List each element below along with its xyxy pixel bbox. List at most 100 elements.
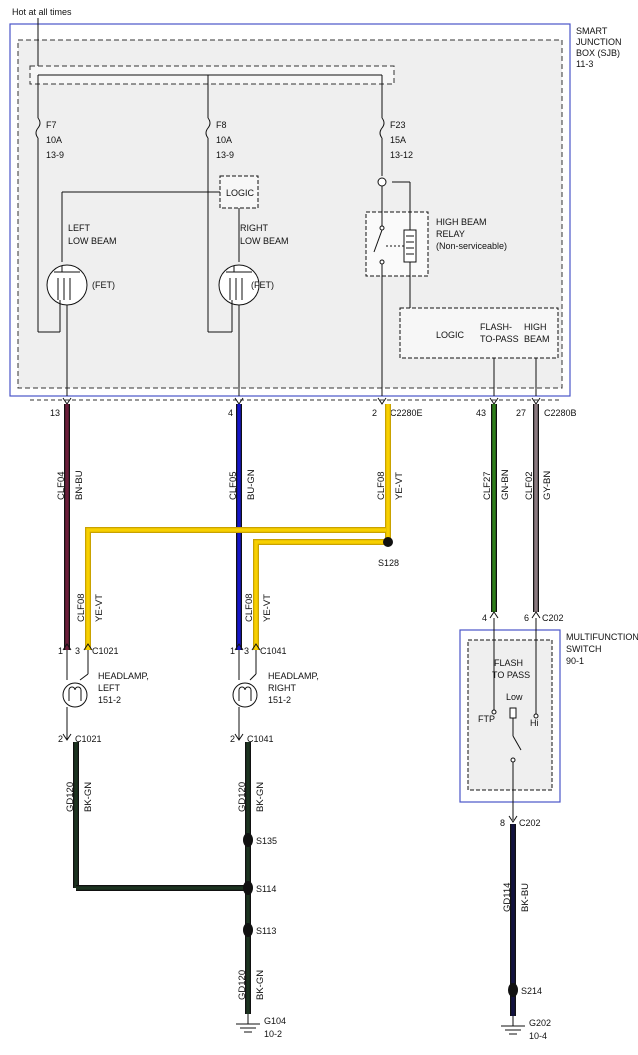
- pin-13: 13: [50, 408, 60, 418]
- relay-line2: RELAY: [436, 229, 465, 239]
- headlamp-left-bulb-icon: [62, 682, 88, 708]
- splice-s128: S128: [378, 558, 399, 568]
- clf08-color-left: YE-VT: [94, 594, 105, 622]
- wire-gd120: [73, 742, 251, 1014]
- mfs-pin4: 4: [482, 613, 487, 623]
- hl-right-pin2: 2: [230, 734, 235, 744]
- mfs-line2: SWITCH: [566, 644, 602, 654]
- ftp-logic-ftp2: TO-PASS: [480, 334, 519, 344]
- g104-ref: 10-2: [264, 1029, 282, 1039]
- clf27-circuit: CLF27: [482, 471, 493, 500]
- right-low-beam-line1: RIGHT: [240, 223, 269, 233]
- g104-name: G104: [264, 1016, 286, 1026]
- hl-left-pin1: 1: [58, 646, 63, 656]
- hl-right-conn-bottom: C1041: [247, 734, 274, 744]
- high-beam-relay-box: [365, 211, 429, 277]
- conn-c2280e: C2280E: [390, 408, 423, 418]
- splice-s113-dot: [243, 923, 253, 937]
- mfs-line1: MULTIFUNCTION: [566, 632, 638, 642]
- sjb-line4: 11-3: [576, 59, 593, 69]
- pin-43: 43: [476, 408, 486, 418]
- sjb-line3: BOX (SJB): [576, 48, 620, 58]
- splice-s214: S214: [521, 986, 542, 996]
- gd120-color-right: BK-GN: [255, 782, 266, 812]
- gd120-circuit-right: GD120: [237, 782, 248, 812]
- splice-s113: S113: [256, 926, 276, 936]
- splice-s128-dot: [383, 537, 393, 547]
- ftp-logic-box: [399, 307, 559, 359]
- ground-g202-icon: [501, 1016, 525, 1035]
- hl-left-pin2: 2: [58, 734, 63, 744]
- ftp-logic-hb2: BEAM: [524, 334, 550, 344]
- headlamp-right-connector-arrows: [234, 643, 261, 651]
- headlamp-right-bulb-icon: [232, 682, 258, 708]
- gd120-circuit-left: GD120: [65, 782, 76, 812]
- fuse-f23-amps: 15A: [390, 135, 406, 145]
- clf27-color: GN-BN: [500, 469, 511, 500]
- sjb-line2: JUNCTION: [576, 37, 622, 47]
- clf08-circuit-top: CLF08: [376, 471, 387, 500]
- fuse-f7-name: F7: [46, 120, 57, 130]
- pin-4: 4: [228, 408, 233, 418]
- clf04-color: BN-BU: [74, 470, 85, 500]
- mfs-conn-bottom: C202: [519, 818, 541, 828]
- fuse-f23-name: F23: [390, 120, 406, 130]
- clf02-circuit: CLF02: [524, 471, 535, 500]
- mfs-pin6: 6: [524, 613, 529, 623]
- fuse-f8-amps: 10A: [216, 135, 232, 145]
- hl-left-conn-top: C1021: [92, 646, 119, 656]
- mfs-ftp2: TO PASS: [492, 670, 530, 680]
- hl-left-conn-bottom: C1021: [75, 734, 102, 744]
- gd114-circuit: GD114: [502, 883, 513, 912]
- fuse-f23-ref: 13-12: [390, 150, 413, 160]
- g202-ref: 10-4: [529, 1031, 547, 1041]
- mfs-ftp: FTP: [478, 714, 495, 724]
- fuse-f7-icon: [35, 117, 41, 139]
- left-fet-icon: [46, 264, 88, 306]
- clf08-circuit-left: CLF08: [76, 593, 87, 622]
- low-beam-logic-box: [219, 175, 259, 209]
- hl-right-line1: HEADLAMP,: [268, 671, 319, 681]
- mfs-ref: 90-1: [566, 656, 584, 666]
- hl-right-line2: RIGHT: [268, 683, 297, 693]
- sjb-line1: SMART: [576, 26, 608, 36]
- relay-line3: (Non-serviceable): [436, 241, 507, 251]
- relay-line1: HIGH BEAM: [436, 217, 487, 227]
- top-connector-arrows: [62, 397, 541, 405]
- hl-right-ref: 151-2: [268, 695, 291, 705]
- switch-contact-icon: [491, 618, 539, 820]
- clf08-color-right: YE-VT: [262, 594, 273, 622]
- hl-right-pin1: 1: [230, 646, 235, 656]
- ftp-logic-label: LOGIC: [436, 330, 465, 340]
- splice-s114-dot: [243, 881, 253, 895]
- hl-left-pin3: 3: [75, 646, 80, 656]
- right-fet-label: (FET): [251, 280, 274, 290]
- pin-27: 27: [516, 408, 526, 418]
- splice-s214-dot: [508, 983, 518, 997]
- mfs-hi: Hi: [530, 718, 539, 728]
- relay-icon: [373, 181, 417, 396]
- right-low-beam-line2: LOW BEAM: [240, 236, 289, 246]
- pin-2: 2: [372, 408, 377, 418]
- fuse-f8-ref: 13-9: [216, 150, 234, 160]
- clf02-color: GY-BN: [542, 471, 553, 500]
- conn-c2280b: C2280B: [544, 408, 577, 418]
- hot-label: Hot at all times: [12, 7, 72, 17]
- fuse-f23-icon: [379, 117, 385, 139]
- splice-s135: S135: [256, 836, 277, 846]
- fuse-f7-amps: 10A: [46, 135, 62, 145]
- clf04-circuit: CLF04: [56, 471, 67, 500]
- wire-clf08: [85, 404, 391, 650]
- hl-right-conn-top: C1041: [260, 646, 287, 656]
- ground-g104-icon: [236, 1014, 260, 1033]
- mfs-ftp1: FLASH: [494, 658, 523, 668]
- clf05-circuit: CLF05: [228, 471, 239, 500]
- hl-right-pin3: 3: [244, 646, 249, 656]
- gd120-circuit-bottom: GD120: [237, 970, 248, 1000]
- ftp-logic-hb1: HIGH: [524, 322, 547, 332]
- mfs-low: Low: [506, 692, 523, 702]
- low-beam-logic-label: LOGIC: [226, 188, 255, 198]
- fuse-f7-ref: 13-9: [46, 150, 64, 160]
- hl-left-ref: 151-2: [98, 695, 121, 705]
- splice-s114: S114: [256, 884, 276, 894]
